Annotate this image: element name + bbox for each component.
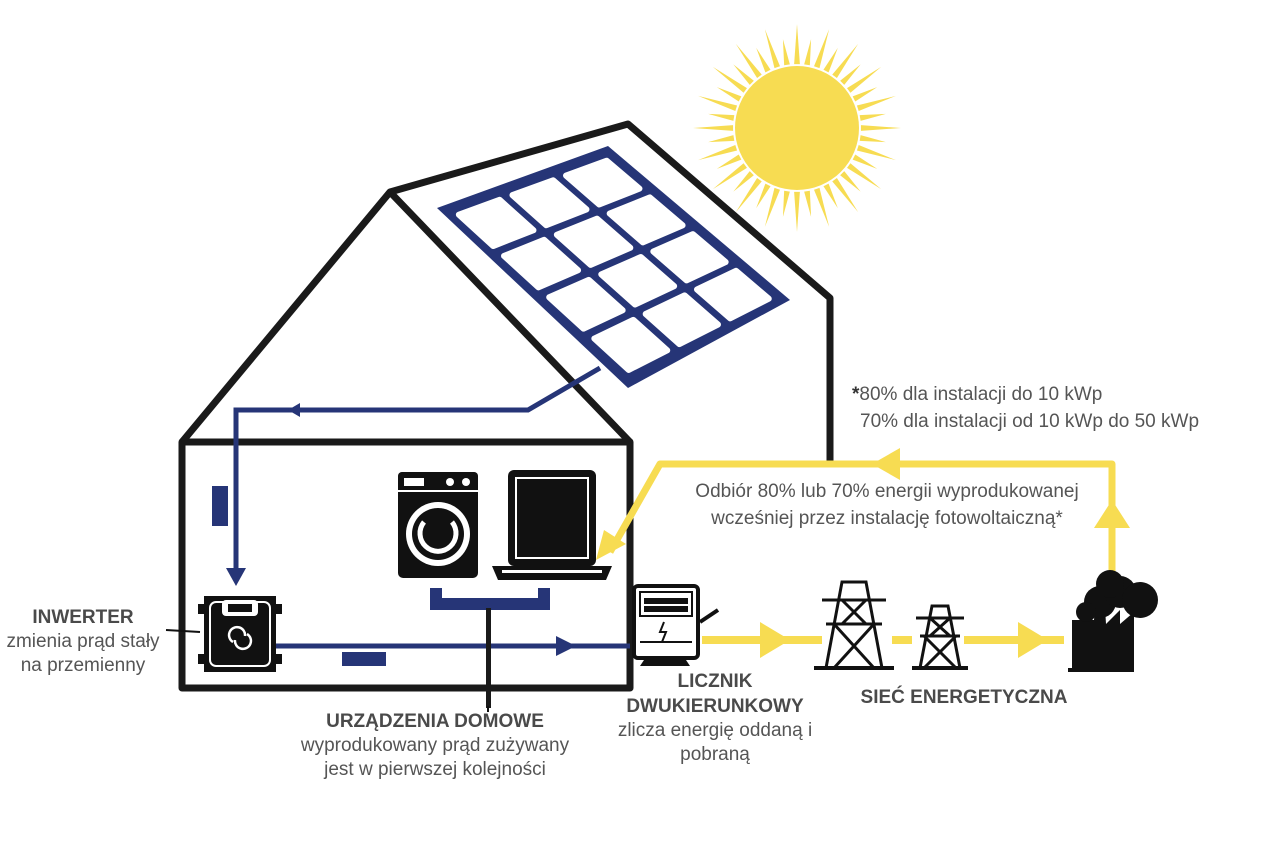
solar-cell	[546, 276, 626, 332]
sun-ray	[708, 135, 735, 143]
sun-ray	[794, 191, 800, 232]
solar-cell	[509, 177, 590, 229]
washing-machine-icon	[398, 472, 478, 578]
sun-ray	[794, 24, 800, 65]
sun-ray	[735, 43, 762, 78]
solar-cell	[650, 231, 729, 284]
meter-desc-line2: pobraną	[680, 744, 750, 765]
note-line1: 80% dla instalacji do 10 kWp	[859, 384, 1103, 405]
inverter-desc-line1: zmienia prąd stały	[6, 631, 160, 652]
laptop-icon	[492, 470, 612, 580]
tariff-note: *80% dla instalacji do 10 kWp 70% dla in…	[852, 381, 1199, 435]
reuse-line1: Odbiór 80% lub 70% energii wyprodukowane…	[695, 481, 1079, 502]
solar-cell	[598, 253, 678, 308]
solar-cell	[553, 215, 634, 268]
sun-ray	[764, 29, 780, 69]
solar-cell	[563, 157, 643, 208]
reuse-label: Odbiór 80% lub 70% energii wyprodukowane…	[672, 478, 1102, 532]
note-asterisk: *	[852, 384, 860, 405]
sun-ray	[859, 135, 886, 143]
sun-ray	[852, 154, 878, 169]
sun-ray	[698, 95, 738, 111]
solar-cell	[591, 316, 671, 373]
sun-ray	[756, 47, 771, 73]
appliances-label: URZĄDZENIA DOMOWE wyprodukowany prąd zuż…	[282, 710, 588, 782]
sun-ray	[856, 145, 896, 161]
leader-lines	[165, 629, 489, 712]
sun-ray	[735, 178, 762, 213]
sun-ray	[823, 183, 838, 209]
sun-ray	[733, 171, 754, 192]
sun-ray	[860, 125, 901, 131]
power-pylon-icon	[814, 580, 894, 670]
sun-ray	[756, 183, 771, 209]
meter-desc-line1: zlicza energię oddaną i	[617, 720, 813, 741]
sun-ray	[814, 29, 830, 69]
power-plant-icon	[1068, 570, 1158, 672]
sun-ray	[782, 39, 790, 66]
inverter-icon	[198, 596, 282, 672]
solar-cell	[501, 236, 582, 291]
inverter-desc-line2: na przemienny	[20, 655, 146, 676]
sun-ray	[804, 39, 812, 66]
appliances-desc-line2: jest w pierwszej kolejności	[324, 759, 546, 780]
sun-ray	[832, 43, 859, 78]
sun-ray	[708, 113, 735, 121]
solar-panel-icon	[437, 146, 790, 388]
sun-ray	[847, 66, 882, 93]
sun-ray	[716, 87, 742, 102]
note-line2: 70% dla instalacji od 10 kWp do 50 kWp	[860, 411, 1200, 432]
sun-icon	[693, 24, 901, 232]
sun-ray	[693, 125, 734, 131]
solar-cell	[693, 267, 772, 322]
sun-ray	[832, 178, 859, 213]
sun-ray	[840, 171, 861, 192]
solar-cell	[642, 292, 721, 348]
sun-ray	[764, 187, 780, 227]
sun-ray	[847, 163, 882, 190]
meter-title-line2: DWUKIERUNKOWY	[626, 696, 804, 717]
bidirectional-meter-icon	[632, 584, 720, 666]
meter-title-line1: LICZNIK	[677, 671, 753, 692]
export-flow	[702, 622, 1064, 658]
sun-ray	[814, 187, 830, 227]
sun-ray	[712, 66, 747, 93]
meter-label: LICZNIK DWUKIERUNKOWY zlicza energię odd…	[604, 669, 826, 767]
inverter-title: INWERTER	[32, 607, 134, 628]
sun-ray	[823, 47, 838, 73]
sun-ray	[852, 87, 878, 102]
arrow-left-icon	[872, 448, 900, 480]
dc-wiring	[212, 365, 602, 586]
sun-ray	[782, 190, 790, 217]
ac-wiring	[276, 636, 630, 666]
sun-ray	[840, 64, 861, 85]
sun-ray	[859, 113, 886, 121]
sun-ray	[733, 64, 754, 85]
arrow-down-icon	[596, 530, 626, 560]
arrow-up-icon	[1094, 500, 1130, 528]
sun-ray	[856, 95, 896, 111]
reuse-line2: wcześniej przez instalację fotowoltaiczn…	[711, 508, 1063, 529]
solar-cell	[606, 194, 686, 246]
sun-ray	[712, 163, 747, 190]
solar-cell	[455, 196, 537, 250]
appliances-title: URZĄDZENIA DOMOWE	[326, 711, 544, 732]
sun-ray	[716, 154, 742, 169]
sun-ray	[698, 145, 738, 161]
sun-ray	[804, 190, 812, 217]
house-outline	[178, 120, 834, 692]
grid-title: SIEĆ ENERGETYCZNA	[860, 687, 1068, 708]
appliances-desc-line1: wyprodukowany prąd zużywany	[300, 735, 570, 756]
grid-label: SIEĆ ENERGETYCZNA	[840, 686, 1088, 710]
power-pylon-icon	[912, 604, 968, 670]
inverter-label: INWERTER zmienia prąd stały na przemienn…	[0, 606, 166, 678]
appliances-bracket	[430, 588, 550, 708]
